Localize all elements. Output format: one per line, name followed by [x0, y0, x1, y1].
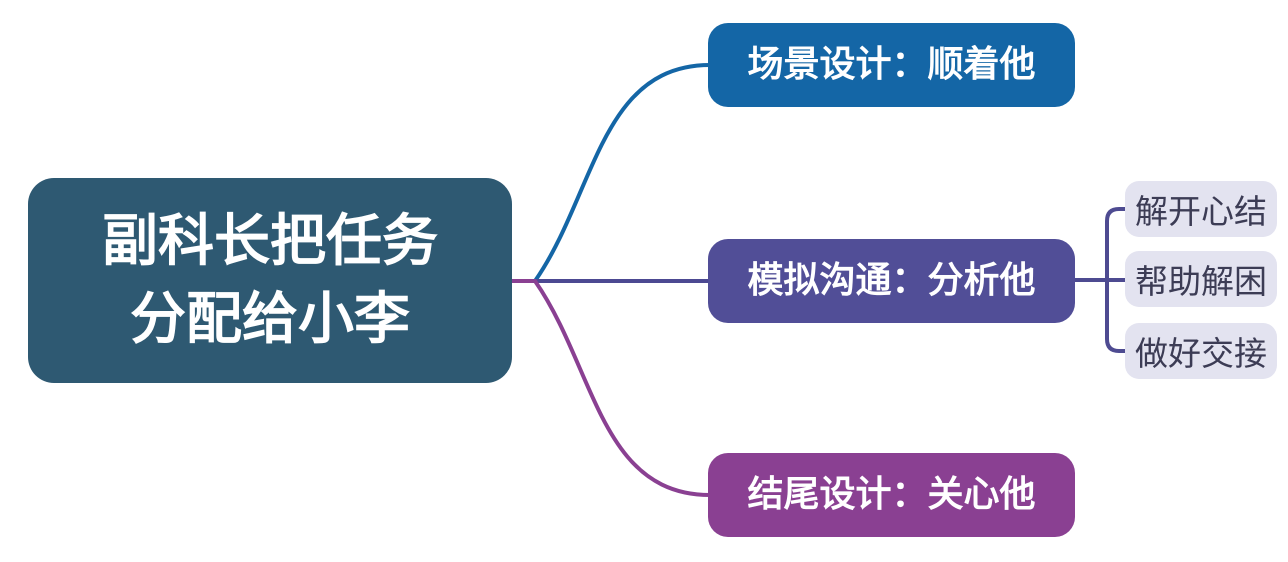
node-leaf-untie-knot-label: 解开心结 — [1135, 192, 1267, 231]
node-branch-simulated-communication[interactable]: 模拟沟通：分析他 — [708, 239, 1075, 323]
connector-root-to-branch-top — [533, 63, 712, 283]
node-root-topic[interactable]: 副科长把任务 分配给小李 — [28, 178, 512, 383]
node-leaf-good-handover[interactable]: 做好交接 — [1125, 323, 1277, 379]
connector-branch-to-leaf-bottom — [1105, 278, 1129, 353]
node-root-line-2: 分配给小李 — [130, 286, 410, 352]
node-branch-scene-design[interactable]: 场景设计：顺着他 — [708, 23, 1075, 107]
node-leaf-help-solve-label: 帮助解困 — [1135, 262, 1267, 301]
node-branch-simulated-communication-label: 模拟沟通：分析他 — [747, 260, 1036, 301]
node-leaf-good-handover-label: 做好交接 — [1135, 334, 1267, 373]
node-branch-ending-design[interactable]: 结尾设计：关心他 — [708, 453, 1075, 537]
node-leaf-help-solve[interactable]: 帮助解困 — [1125, 251, 1277, 307]
connector-branch-to-leaf-top — [1105, 207, 1129, 282]
node-branch-scene-design-label: 场景设计：顺着他 — [747, 44, 1036, 85]
node-branch-ending-design-label: 结尾设计：关心他 — [747, 474, 1036, 515]
node-leaf-untie-knot[interactable]: 解开心结 — [1125, 181, 1277, 237]
node-root-line-1: 副科长把任务 — [102, 208, 438, 274]
connector-root-to-branch-bottom — [533, 279, 712, 497]
